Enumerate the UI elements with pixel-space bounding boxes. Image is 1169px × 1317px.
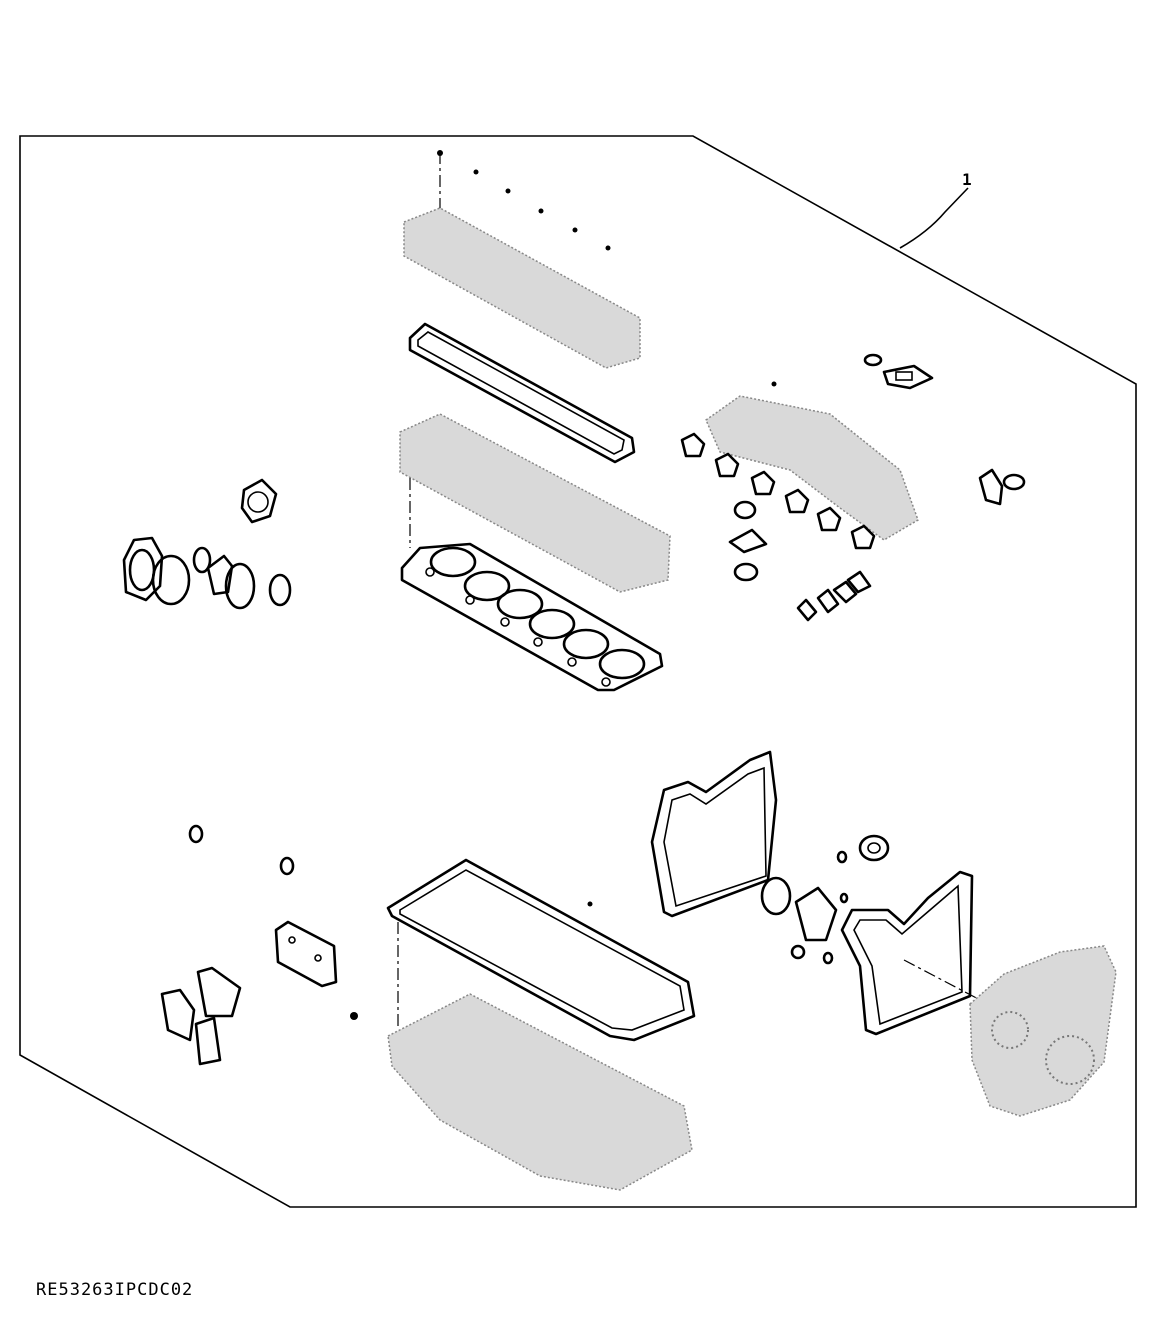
turbo-gaskets xyxy=(863,353,934,390)
exhaust-port-gaskets xyxy=(680,432,876,582)
front-cover-gasket xyxy=(650,750,778,918)
water-pump-gaskets xyxy=(122,478,292,610)
timing-cover-seals xyxy=(760,834,890,965)
oil-cooler-gaskets xyxy=(188,824,358,1020)
flywheel-housing-gasket xyxy=(840,870,985,1036)
callout-leader-line xyxy=(899,187,969,249)
cover-fasteners xyxy=(437,150,611,251)
valve-cover-gasket xyxy=(408,322,636,464)
exhaust-manifold-ghost xyxy=(705,395,919,541)
cylinder-head-gasket xyxy=(400,542,664,692)
kit-boundary-frame xyxy=(19,135,1137,1208)
cylinder-head-ghost xyxy=(399,413,671,593)
flywheel-housing-ghost xyxy=(969,945,1117,1117)
oil-pan-ghost xyxy=(387,993,693,1191)
oil-filter-gaskets xyxy=(160,966,242,1066)
oil-pan-gasket xyxy=(386,858,696,1042)
intake-elbow-gaskets xyxy=(796,468,1026,622)
callout-number: 1 xyxy=(962,170,972,189)
valve-cover-ghost xyxy=(403,207,641,369)
figure-code: RE53263IPCDC02 xyxy=(36,1280,194,1300)
